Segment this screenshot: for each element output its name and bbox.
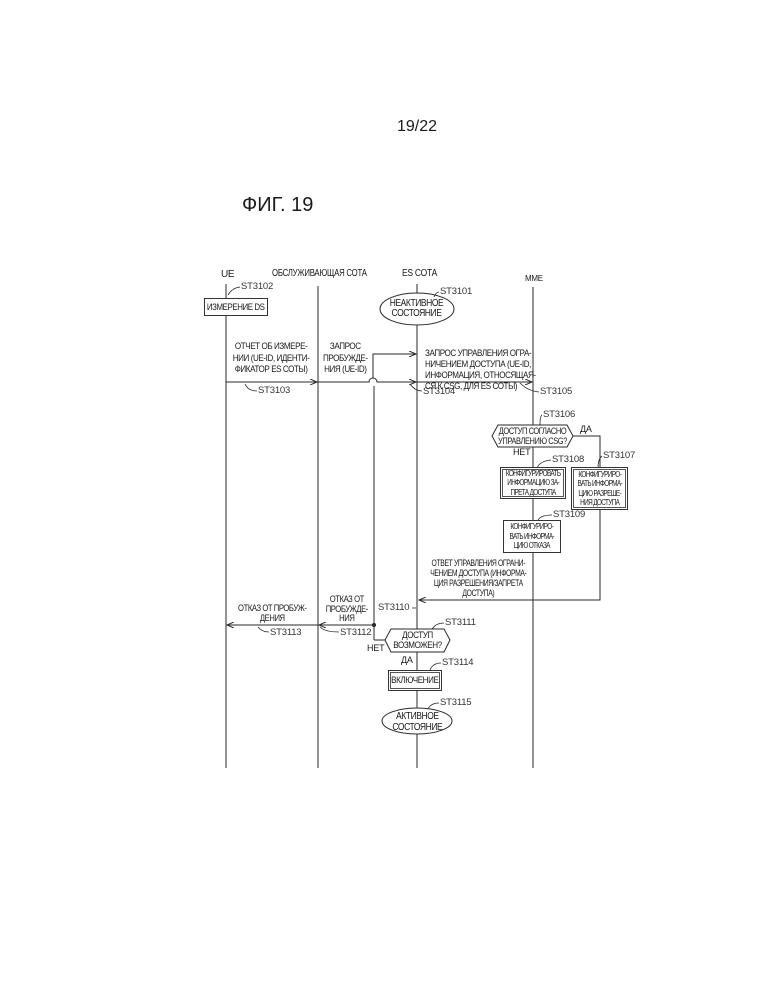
page-number: 19/22 (397, 118, 438, 135)
lane-header-es-cell: ES СОТА (402, 268, 438, 279)
step-id-st3102: ST3102 (241, 281, 274, 292)
csg-access-decision-container: ДОСТУП СОГЛАСНО УПРАВЛЕНИЮ CSG? (492, 425, 573, 447)
step-id-st3112: ST3112 (340, 627, 372, 638)
lane-header-serving-cell: ОБСЛУЖИВАЮЩАЯ СОТА (272, 268, 367, 279)
step-id-st3113: ST3113 (270, 627, 302, 638)
access-control-request-label: ЗАПРОС УПРАВЛЕНИЯ ОГРА- НИЧЕНИЕМ ДОСТУПА… (425, 348, 536, 392)
decision-st3111 (384, 628, 451, 653)
configure-access-denial-text: КОНФИГУРИРОВАТЬ ИНФОРМАЦИЮ ЗА- ПРЕТА ДОС… (505, 468, 561, 497)
access-possible-decision-container: ДОСТУП ВОЗМОЖЕН? (385, 629, 450, 652)
access-control-request-container: ЗАПРОС УПРАВЛЕНИЯ ОГРА- НИЧЕНИЕМ ДОСТУПА… (421, 337, 556, 392)
access-possible-decision-label: ДОСТУП ВОЗМОЖЕН? (393, 629, 442, 651)
wakeup-reject-serving-label: ОТКАЗ ОТ ПРОБУЖДЕ- НИЯ (325, 594, 369, 623)
configure-access-permission-box: КОНФИГУРИРО- ВАТЬ ИНФОРМА- ЦИЮ РАЗРЕШЕ- … (571, 467, 628, 510)
step-id-st3104: ST3104 (423, 386, 456, 397)
switch-on-text: ВКЛЮЧЕНИЕ (391, 674, 439, 686)
step-id-st3115: ST3115 (440, 697, 472, 708)
arrow-es-forward (318, 377, 416, 382)
wakeup-request-label: ЗАПРОС ПРОБУЖДЕ- НИЯ (UE-ID) (322, 341, 368, 375)
access-decision-yes-label: ДА (401, 655, 413, 665)
access-control-response-label: ОТВЕТ УПРАВЛЕНИЯ ОГРАНИ- ЧЕНИЕМ ДОСТУПА … (429, 558, 527, 598)
configure-reject-info-text: КОНФИГУРИРО- ВАТЬ ИНФОРМА- ЦИЮ ОТКАЗА (509, 522, 555, 551)
lane-header-mme: MME (525, 274, 543, 283)
lane-header-es-cell-container: ES СОТА (402, 268, 443, 280)
leader-lines (227, 286, 603, 710)
configure-access-permission-text: КОНФИГУРИРО- ВАТЬ ИНФОРМА- ЦИЮ РАЗРЕШЕ- … (577, 469, 622, 508)
switch-on-box: ВКЛЮЧЕНИЕ (388, 670, 442, 691)
configure-access-denial-box: КОНФИГУРИРОВАТЬ ИНФОРМАЦИЮ ЗА- ПРЕТА ДОС… (500, 467, 566, 499)
step-id-st3109: ST3109 (553, 509, 586, 520)
wakeup-request-container: ЗАПРОС ПРОБУЖДЕ- НИЯ (UE-ID) (320, 341, 370, 376)
active-state-shape (381, 707, 453, 735)
step-id-st3111: ST3111 (445, 617, 476, 628)
step-id-st3107: ST3107 (603, 450, 636, 461)
wakeup-reject-ue-label: ОТКАЗ ОТ ПРОБУЖ- ДЕНИЯ (237, 603, 307, 623)
wakeup-reject-serving-container: ОТКАЗ ОТ ПРОБУЖДЕ- НИЯ (322, 594, 372, 624)
step-id-st3103: ST3103 (258, 385, 291, 396)
configure-reject-info-box: КОНФИГУРИРО- ВАТЬ ИНФОРМА- ЦИЮ ОТКАЗА (503, 520, 561, 553)
measurement-ds-box: ИЗМЕРЕНИЕ DS (204, 298, 268, 316)
inactive-state-shape (379, 292, 455, 326)
lane-header-serving-cell-container: ОБСЛУЖИВАЮЩАЯ СОТА (272, 268, 393, 280)
figure-title: ФИГ. 19 (242, 194, 314, 216)
measurement-report-container: ОТЧЕТ ОБ ИЗМЕРЕ- НИИ (UE-ID, ИДЕНТИ- ФИК… (216, 341, 326, 376)
wakeup-reject-ue-container: ОТКАЗ ОТ ПРОБУЖ- ДЕНИЯ (222, 603, 322, 623)
csg-access-decision-label: ДОСТУП СОГЛАСНО УПРАВЛЕНИЮ CSG? (498, 425, 567, 447)
access-decision-no-label: НЕТ (367, 643, 385, 653)
arrow-wakeup-request (372, 354, 416, 378)
yes-branch-line (573, 435, 601, 468)
access-control-response-container: ОТВЕТ УПРАВЛЕНИЯ ОГРАНИ- ЧЕНИЕМ ДОСТУПА … (418, 558, 538, 598)
decision-no-label: НЕТ (513, 447, 531, 457)
inactive-state-label: НЕАКТИВНОЕ СОСТОЯНИЕ (390, 297, 444, 319)
step-id-st3105: ST3105 (540, 386, 573, 397)
yes-branch-down (419, 510, 601, 600)
step-id-st3101: ST3101 (440, 286, 473, 297)
decision-yes-label: ДА (580, 424, 592, 434)
measurement-ds-text: ИЗМЕРЕНИЕ DS (207, 302, 265, 312)
measurement-report-label: ОТЧЕТ ОБ ИЗМЕРЕ- НИИ (UE-ID, ИДЕНТИ- ФИК… (232, 341, 310, 375)
inactive-state-container: НЕАКТИВНОЕ СОСТОЯНИЕ (382, 297, 452, 321)
step-id-st3110: ST3110 (378, 602, 410, 613)
step-id-st3106: ST3106 (543, 409, 576, 420)
lane-header-ue: UE (221, 269, 235, 280)
active-state-label: АКТИВНОЕ СОСТОЯНИЕ (392, 710, 442, 733)
step-id-st3108: ST3108 (552, 454, 585, 465)
active-state-container: АКТИВНОЕ СОСТОЯНИЕ (384, 709, 450, 734)
step-id-st3114: ST3114 (442, 657, 474, 668)
